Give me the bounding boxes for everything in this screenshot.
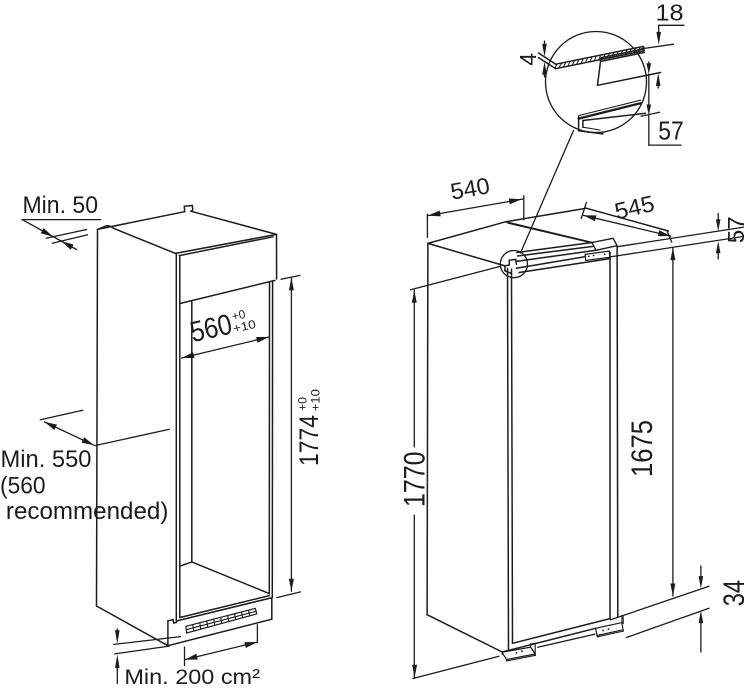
svg-text:1774: 1774 [294, 415, 324, 466]
svg-text:+10: +10 [311, 389, 323, 411]
svg-text:18: 18 [656, 0, 684, 25]
svg-text:Min. 550: Min. 550 [1, 446, 92, 473]
svg-text:recommended): recommended) [6, 498, 169, 525]
svg-text:+0: +0 [231, 307, 248, 324]
svg-text:34: 34 [718, 580, 744, 606]
svg-text:57: 57 [658, 116, 684, 146]
svg-text:Min. 50: Min. 50 [23, 192, 99, 219]
svg-text:Min. 200 cm²: Min. 200 cm² [124, 666, 260, 688]
svg-text:4: 4 [515, 53, 541, 66]
svg-text:1770: 1770 [399, 452, 432, 508]
svg-text:(560: (560 [0, 473, 46, 500]
svg-text:1675: 1675 [626, 420, 659, 477]
svg-text:57: 57 [723, 216, 744, 243]
svg-text:+10: +10 [232, 317, 258, 336]
svg-text:+0: +0 [297, 397, 309, 411]
